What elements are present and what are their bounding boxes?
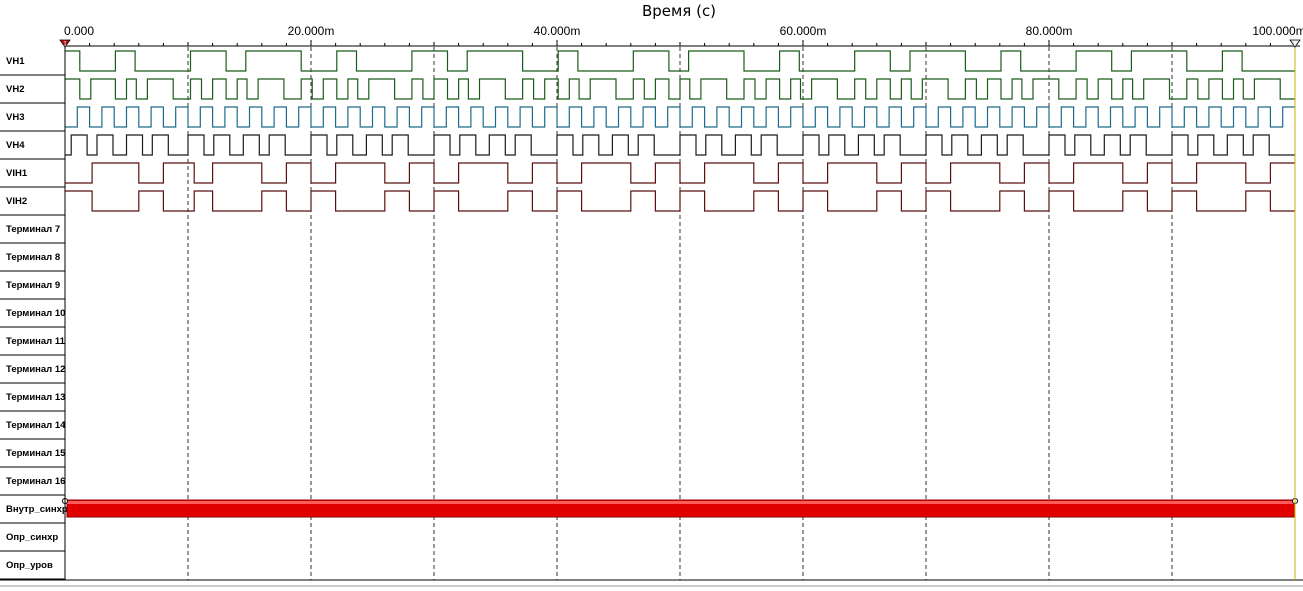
channel-label: Терминал 10 (6, 308, 65, 319)
bus-signal-highlight (67, 501, 1295, 504)
channel-row: Опр_синхр (0, 532, 65, 552)
channel-row: Терминал 12 (0, 364, 65, 384)
channel-label: Терминал 14 (6, 420, 66, 431)
channel-label: Терминал 11 (6, 336, 66, 347)
channel-row: Терминал 11 (0, 336, 66, 356)
channel-label: VH4 (6, 140, 25, 151)
x-tick-label: 80.000m (1026, 24, 1073, 38)
cursor-number: 2 (1293, 42, 1297, 48)
channel-label: Терминал 15 (6, 448, 66, 459)
channel-row: Терминал 7 (0, 224, 65, 244)
channel-row: VH4 (0, 134, 1295, 160)
channel-label: VIH2 (6, 196, 27, 207)
channel-row: Терминал 14 (0, 420, 66, 440)
x-axis-title: Время (с) (642, 2, 716, 20)
channel-row: Терминал 10 (0, 308, 65, 328)
channel-row: Терминал 16 (0, 476, 65, 496)
channel-row: VH1 (0, 50, 1295, 76)
x-tick-label: 0.000 (64, 24, 94, 38)
channel-row: VIH1 (0, 162, 1295, 188)
channel-row: Терминал 8 (0, 252, 65, 272)
channel-label: Внутр_синхр (6, 504, 68, 515)
channel-label: Терминал 16 (6, 476, 65, 487)
channel-label: VIH1 (6, 168, 28, 179)
channel-label: VH1 (6, 56, 25, 67)
channel-label: Терминал 12 (6, 364, 65, 375)
channel-row: Внутр_синхр (0, 498, 1298, 524)
x-tick-label: 60.000m (780, 24, 827, 38)
grid-lines (187, 47, 1173, 580)
channel-row: VIH2 (0, 190, 1295, 216)
channel-waveform (65, 162, 1295, 184)
channel-row: Терминал 13 (0, 392, 65, 412)
channel-label: VH2 (6, 84, 24, 95)
channel-label: Терминал 9 (6, 280, 60, 291)
x-tick-label: 40.000m (534, 24, 581, 38)
channel-label: Опр_уров (6, 560, 53, 571)
channel-label: Терминал 8 (6, 252, 60, 263)
x-axis-ticks: 0.000 20.000m 40.000m 60.000m 80.000m 100.000… (0, 24, 1303, 587)
x-tick-label: 20.000m (288, 24, 335, 38)
channel-label: VH3 (6, 112, 24, 123)
channel-waveform (65, 50, 1295, 72)
channel-waveform (65, 106, 1295, 128)
channel-row: Терминал 15 (0, 448, 66, 468)
channel-waveform (65, 134, 1295, 156)
channel-label: Терминал 13 (6, 392, 65, 403)
channel-row: VH3 (0, 106, 1295, 132)
channel-row: Терминал 9 (0, 280, 65, 300)
cursor-handle[interactable] (59, 39, 71, 48)
cursor-handle[interactable] (1289, 39, 1301, 48)
x-tick-label: 100.000m (1252, 24, 1303, 38)
channel-row: Опр_уров (0, 560, 65, 580)
channel-label: Терминал 7 (6, 224, 60, 235)
channel-waveform (65, 78, 1295, 100)
channel-row: VH2 (0, 78, 1295, 104)
cursor-number: 1 (63, 42, 67, 48)
channel-label: Опр_синхр (6, 532, 58, 543)
channel-waveform (65, 190, 1295, 212)
